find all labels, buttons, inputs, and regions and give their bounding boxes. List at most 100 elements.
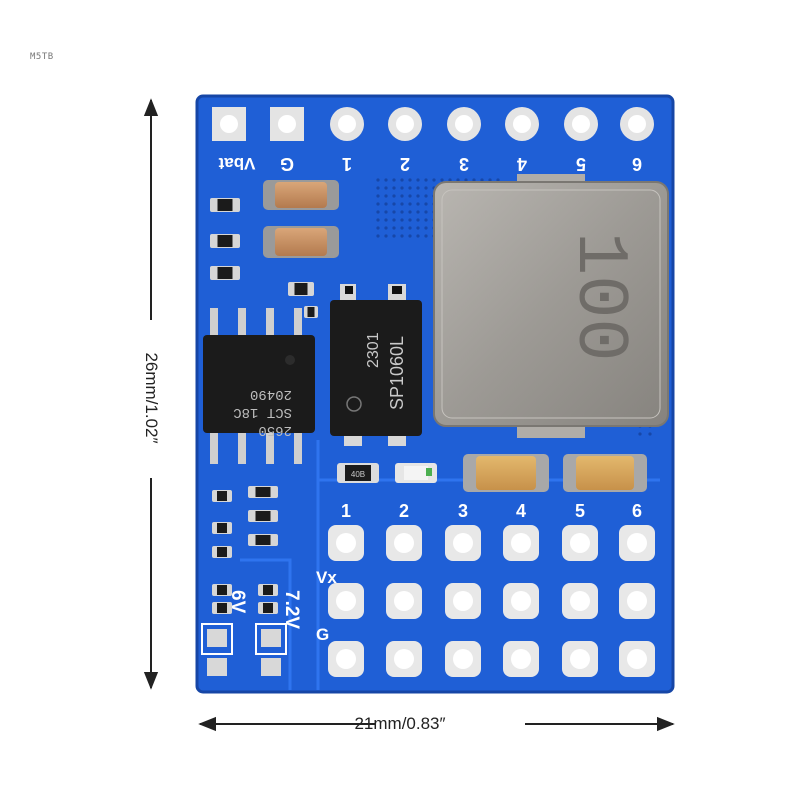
via <box>408 178 412 182</box>
via <box>400 186 404 190</box>
pad-hole <box>220 115 238 133</box>
via <box>472 178 476 182</box>
smd-body <box>217 235 233 247</box>
via <box>464 178 468 182</box>
pad-hole <box>394 533 414 553</box>
via <box>376 210 380 214</box>
pad-hole <box>627 591 647 611</box>
pad-hole <box>278 115 296 133</box>
bottom-pin-label: 3 <box>458 501 468 521</box>
pad-hole <box>570 591 590 611</box>
via <box>392 178 396 182</box>
pad-hole <box>338 115 356 133</box>
via <box>400 194 404 198</box>
via <box>408 202 412 206</box>
via <box>392 218 396 222</box>
pad-hole <box>453 649 473 669</box>
pad-hole <box>394 591 414 611</box>
height-dimension-label: 26mm/1.02″ <box>142 352 161 444</box>
via <box>416 218 420 222</box>
bottom-pin-label: 5 <box>575 501 585 521</box>
capacitor-top-2 <box>263 226 339 258</box>
pad-hole <box>513 115 531 133</box>
via <box>496 178 500 182</box>
via <box>392 202 396 206</box>
chip-marking: SCT 18C <box>233 404 292 420</box>
voltage-label-7-2v: 7.2V <box>281 590 302 629</box>
smd-body <box>217 585 227 595</box>
via <box>424 178 428 182</box>
via <box>376 226 380 230</box>
power-inductor: 100 <box>433 174 669 438</box>
via <box>376 218 380 222</box>
via <box>648 432 652 436</box>
pad-hole <box>336 533 356 553</box>
via <box>392 226 396 230</box>
via <box>384 194 388 198</box>
via <box>416 234 420 238</box>
top-pin-label: 6 <box>632 154 642 174</box>
via <box>384 210 388 214</box>
resistor: 40B <box>337 463 379 483</box>
via <box>400 210 404 214</box>
via <box>384 202 388 206</box>
top-pin-label: 3 <box>459 154 469 174</box>
top-pin-label: G <box>280 154 294 174</box>
ic-chip-sct: 2650 SCT 18C 20490 <box>203 308 315 464</box>
via <box>638 432 642 436</box>
via <box>448 178 452 182</box>
via <box>432 178 436 182</box>
via <box>416 210 420 214</box>
bottom-pin-label: 4 <box>516 501 526 521</box>
bottom-pin-label: 6 <box>632 501 642 521</box>
smd-body <box>217 523 227 533</box>
smd-body <box>217 603 227 613</box>
via <box>424 210 428 214</box>
pad-hole <box>511 591 531 611</box>
chip-lead <box>238 308 246 338</box>
smd-body <box>217 199 233 211</box>
via <box>376 202 380 206</box>
top-pad-row <box>212 107 654 141</box>
bottom-pin-label: 1 <box>341 501 351 521</box>
watermark: M5TB <box>30 52 54 62</box>
via <box>392 194 396 198</box>
via <box>392 234 396 238</box>
via <box>416 202 420 206</box>
via <box>408 218 412 222</box>
top-pin-label: 1 <box>342 154 352 174</box>
smd-body <box>255 511 271 521</box>
via <box>384 186 388 190</box>
via <box>400 234 404 238</box>
via <box>416 178 420 182</box>
smd-body <box>217 491 227 501</box>
via <box>456 178 460 182</box>
via <box>424 194 428 198</box>
pad-hole <box>511 649 531 669</box>
via <box>392 210 396 214</box>
chip-marking: 20490 <box>250 386 292 402</box>
chip-lead <box>210 430 218 464</box>
smd-body <box>255 535 271 545</box>
via <box>408 186 412 190</box>
vx-row-label: Vx <box>316 568 337 587</box>
smd-body <box>217 267 233 279</box>
via <box>424 202 428 206</box>
voltage-label-6v: 6V <box>227 590 248 614</box>
pad-hole <box>570 533 590 553</box>
via <box>384 218 388 222</box>
chip-lead <box>294 308 302 338</box>
chip-lead <box>210 308 218 338</box>
via <box>416 226 420 230</box>
chip-lead <box>266 308 274 338</box>
via <box>384 178 388 182</box>
via <box>400 226 404 230</box>
via <box>400 202 404 206</box>
chip-lead <box>238 430 246 464</box>
capacitor-bottom-1 <box>463 454 549 492</box>
via <box>408 210 412 214</box>
smd-body <box>294 283 308 295</box>
via <box>376 186 380 190</box>
smd-body <box>255 487 271 497</box>
